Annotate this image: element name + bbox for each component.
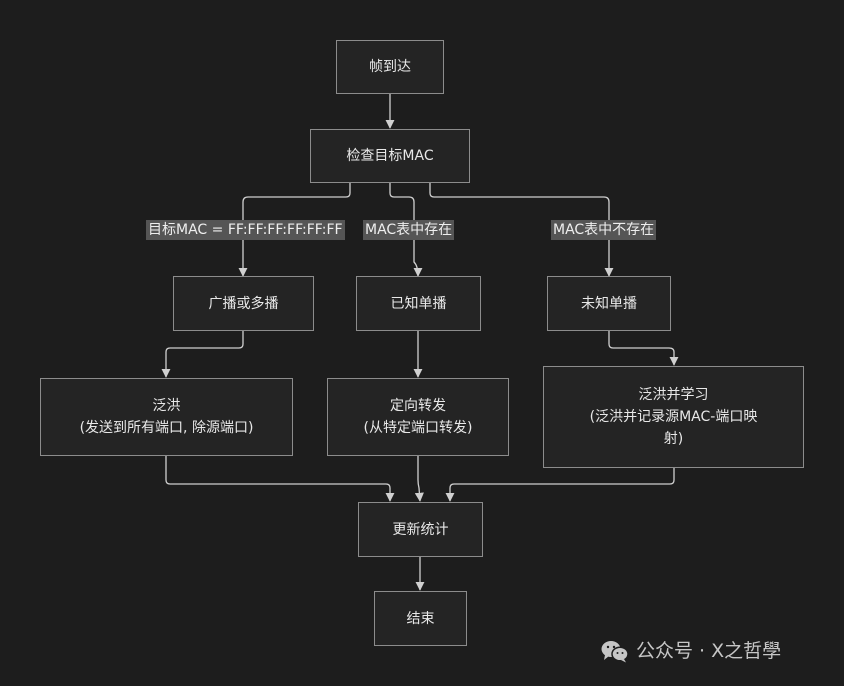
node-known-unicast: 已知单播: [356, 276, 481, 331]
edge-check-to-known: [389, 183, 423, 277]
edge-check-to-broadcast: [238, 183, 351, 277]
node-flood-and-learn-title: 泛洪并学习: [638, 387, 709, 403]
node-flood-and-learn: 泛洪并学习 (泛洪并记录源MAC-端口映 射): [543, 366, 804, 468]
node-flood-and-learn-detail-1: (泛洪并记录源MAC-端口映: [589, 409, 758, 425]
edge-label-broadcast-mac: 目标MAC = FF:FF:FF:FF:FF:FF: [146, 220, 345, 240]
node-flood: 泛洪 (发送到所有端口, 除源端口): [40, 378, 293, 456]
edge-label-in-table: MAC表中存在: [363, 220, 455, 240]
node-unknown-unicast-label: 未知单播: [581, 295, 637, 312]
edge-forward-to-stats: [414, 456, 424, 502]
wechat-icon: [601, 641, 629, 663]
node-frame-arrive-label: 帧到达: [369, 59, 411, 75]
edge-learn-to-stats: [445, 468, 675, 502]
node-flood-title: 泛洪: [152, 398, 181, 414]
node-update-stats: 更新统计: [358, 502, 483, 557]
node-directed-forward-title: 定向转发: [390, 398, 446, 414]
node-known-unicast-label: 已知单播: [390, 295, 447, 312]
node-flood-detail: (发送到所有端口, 除源端口): [79, 420, 254, 436]
watermark: 公众号 · X之哲學: [600, 638, 781, 664]
node-update-stats-label: 更新统计: [392, 521, 449, 538]
edge-flood-to-stats: [165, 456, 395, 502]
node-unknown-unicast: 未知单播: [547, 276, 671, 331]
edge-check-to-unknown: [429, 183, 614, 277]
node-frame-arrive: 帧到达: [336, 40, 444, 94]
node-check-dest-mac-label: 检查目标MAC: [346, 148, 434, 164]
node-check-dest-mac: 检查目标MAC: [310, 129, 470, 183]
node-flood-and-learn-detail-2: 射): [663, 431, 684, 447]
node-broadcast-multicast-label: 广播或多播: [208, 295, 279, 312]
node-directed-forward-detail: (从特定端口转发): [363, 420, 473, 436]
watermark-text: 公众号 · X之哲學: [636, 640, 782, 662]
node-end-label: 结束: [406, 610, 435, 627]
edge-broadcast-to-flood: [161, 331, 244, 378]
node-end: 结束: [374, 591, 467, 646]
node-directed-forward: 定向转发 (从特定端口转发): [327, 378, 509, 456]
edge-unknown-to-learn: [608, 331, 679, 366]
edge-label-not-in-table: MAC表中不存在: [551, 220, 657, 240]
node-broadcast-multicast: 广播或多播: [173, 276, 314, 331]
